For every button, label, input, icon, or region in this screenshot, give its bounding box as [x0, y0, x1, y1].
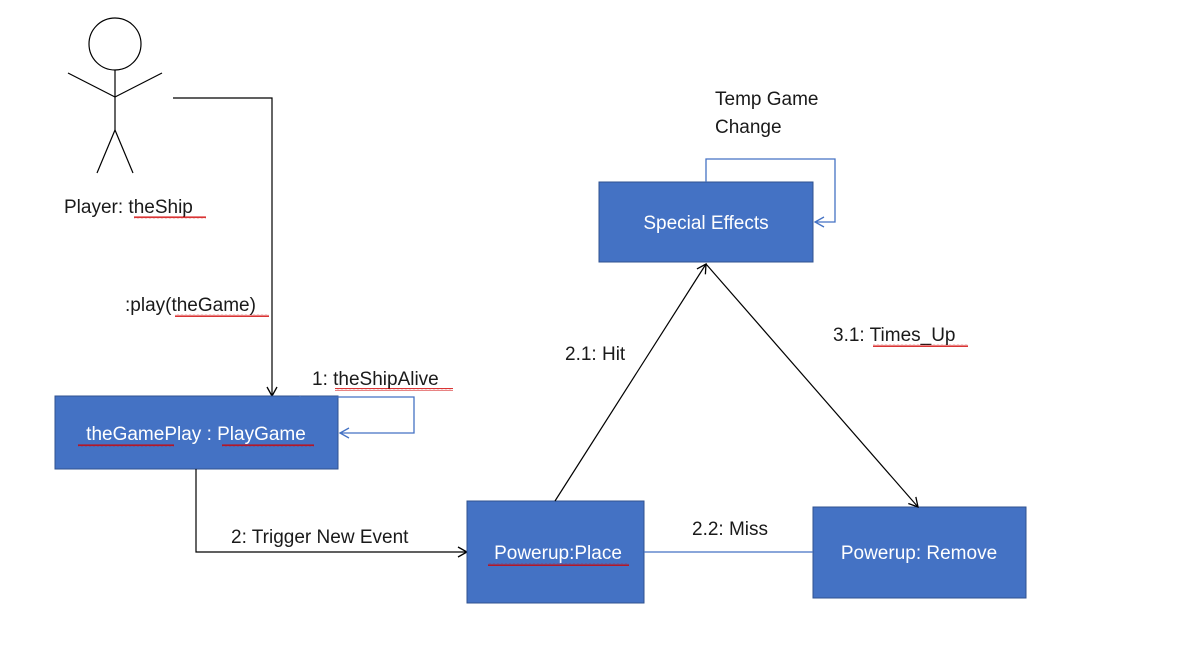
spellcheck-underline: [134, 216, 206, 219]
actor-figure: [67, 17, 163, 174]
trigger-connector: [195, 469, 469, 558]
special-effects-label: Special Effects: [643, 213, 768, 234]
hit-label: 2.1: Hit: [565, 344, 626, 365]
spellcheck-underline: [222, 444, 314, 447]
spellcheck-underline: [335, 388, 453, 391]
temp-change-label-line2: Change: [715, 117, 782, 138]
trigger-label: 2: Trigger New Event: [231, 527, 409, 548]
gameplay-object[interactable]: theGamePlay : PlayGame: [54, 395, 339, 470]
spellcheck-underline: [78, 444, 174, 447]
gameplay-object-label: theGamePlay : PlayGame: [86, 424, 306, 445]
spellcheck-underline: [175, 314, 269, 317]
times-up-connector: [705, 263, 919, 509]
hit-connector: [554, 262, 707, 502]
temp-change-self-loop: [705, 158, 836, 228]
play-connector: [173, 97, 278, 398]
times-up-label: 3.1: Times_Up: [833, 325, 956, 346]
powerup-remove-object[interactable]: Powerup: Remove: [812, 506, 1027, 599]
powerup-place-object[interactable]: Powerup:Place: [466, 500, 645, 604]
spellcheck-underline: [873, 344, 968, 347]
play-message-label: :play(theGame): [125, 295, 256, 316]
powerup-remove-label: Powerup: Remove: [841, 543, 997, 564]
temp-change-label-line1: Temp Game: [715, 89, 818, 110]
miss-label: 2.2: Miss: [692, 519, 768, 540]
spellcheck-underline: [488, 563, 629, 566]
special-effects-object[interactable]: Special Effects: [598, 181, 814, 263]
actor-label: Player: theShip: [64, 197, 193, 218]
powerup-place-label: Powerup:Place: [494, 543, 622, 564]
ship-alive-self-loop: [299, 396, 415, 439]
ship-alive-label: 1: theShipAlive: [312, 369, 439, 390]
